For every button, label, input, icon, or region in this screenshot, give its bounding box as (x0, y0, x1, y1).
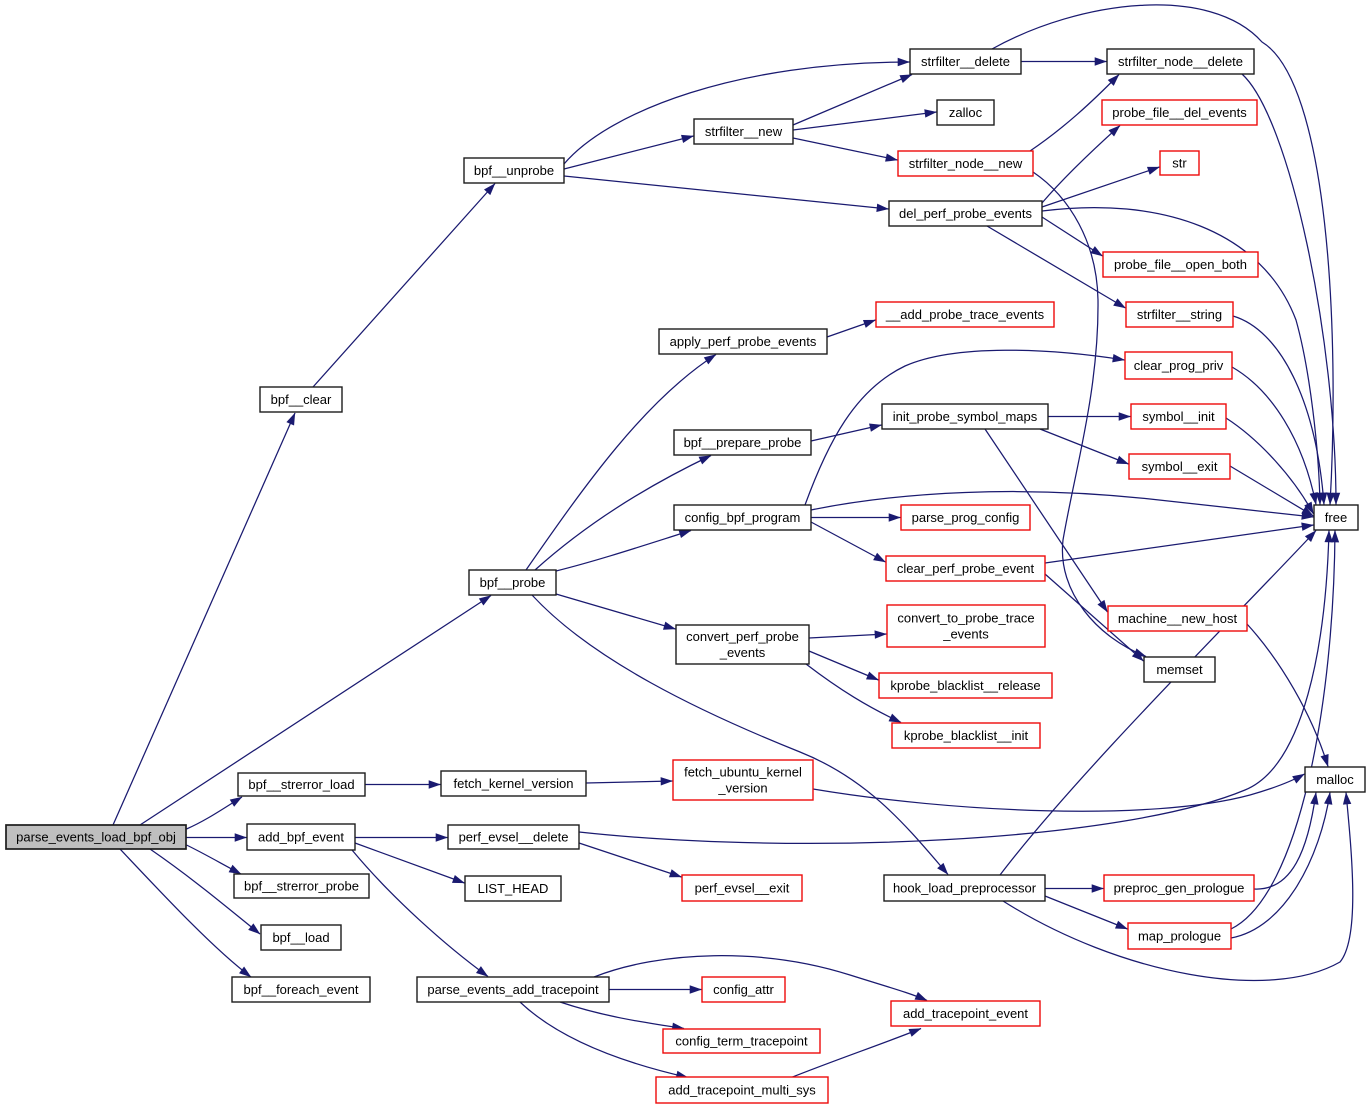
svg-text:fetch_kernel_version: fetch_kernel_version (454, 776, 574, 791)
svg-text:bpf__unprobe: bpf__unprobe (474, 163, 554, 178)
svg-text:kprobe_blacklist__init: kprobe_blacklist__init (904, 728, 1029, 743)
svg-text:config_bpf_program: config_bpf_program (685, 510, 801, 525)
svg-text:perf_evsel__delete: perf_evsel__delete (459, 830, 569, 845)
svg-text:malloc: malloc (1316, 772, 1354, 787)
svg-text:clear_perf_probe_event: clear_perf_probe_event (897, 561, 1035, 576)
svg-text:_events: _events (719, 645, 766, 660)
svg-text:map_prologue: map_prologue (1138, 929, 1221, 944)
svg-text:str: str (1172, 156, 1187, 171)
svg-text:add_tracepoint_event: add_tracepoint_event (903, 1006, 1028, 1021)
svg-text:free: free (1325, 510, 1347, 525)
svg-text:config_term_tracepoint: config_term_tracepoint (675, 1034, 808, 1049)
svg-text:bpf__strerror_load: bpf__strerror_load (248, 777, 354, 792)
svg-text:machine__new_host: machine__new_host (1118, 611, 1238, 626)
svg-text:clear_prog_priv: clear_prog_priv (1134, 358, 1224, 373)
svg-text:apply_perf_probe_events: apply_perf_probe_events (670, 334, 817, 349)
svg-text:bpf__strerror_probe: bpf__strerror_probe (244, 879, 359, 894)
svg-text:convert_to_probe_trace: convert_to_probe_trace (897, 611, 1034, 626)
svg-text:init_probe_symbol_maps: init_probe_symbol_maps (893, 409, 1038, 424)
svg-text:memset: memset (1156, 662, 1203, 677)
svg-text:del_perf_probe_events: del_perf_probe_events (899, 206, 1032, 221)
svg-text:zalloc: zalloc (949, 105, 983, 120)
svg-text:kprobe_blacklist__release: kprobe_blacklist__release (890, 678, 1040, 693)
svg-text:_events: _events (942, 627, 989, 642)
svg-text:bpf__load: bpf__load (272, 930, 329, 945)
svg-text:bpf__foreach_event: bpf__foreach_event (244, 982, 359, 997)
svg-text:convert_perf_probe: convert_perf_probe (686, 629, 799, 644)
svg-text:strfilter_node__new: strfilter_node__new (909, 156, 1023, 171)
svg-text:config_attr: config_attr (713, 982, 774, 997)
svg-text:parse_prog_config: parse_prog_config (912, 510, 1020, 525)
svg-text:add_tracepoint_multi_sys: add_tracepoint_multi_sys (668, 1083, 816, 1098)
svg-text:bpf__clear: bpf__clear (271, 392, 332, 407)
svg-text:__add_probe_trace_events: __add_probe_trace_events (885, 307, 1045, 322)
svg-text:parse_events_add_tracepoint: parse_events_add_tracepoint (427, 982, 599, 997)
svg-text:bpf__probe: bpf__probe (480, 575, 546, 590)
svg-text:add_bpf_event: add_bpf_event (258, 830, 344, 845)
svg-text:parse_events_load_bpf_obj: parse_events_load_bpf_obj (16, 830, 176, 845)
svg-text:hook_load_preprocessor: hook_load_preprocessor (893, 881, 1037, 896)
svg-text:symbol__init: symbol__init (1142, 409, 1215, 424)
svg-text:bpf__prepare_probe: bpf__prepare_probe (684, 435, 802, 450)
svg-text:preproc_gen_prologue: preproc_gen_prologue (1114, 881, 1245, 896)
svg-text:strfilter__delete: strfilter__delete (921, 54, 1010, 69)
svg-text:symbol__exit: symbol__exit (1142, 459, 1218, 474)
svg-text:perf_evsel__exit: perf_evsel__exit (695, 881, 790, 896)
svg-text:_version: _version (717, 781, 767, 796)
svg-text:LIST_HEAD: LIST_HEAD (478, 881, 549, 896)
svg-text:fetch_ubuntu_kernel: fetch_ubuntu_kernel (684, 765, 802, 780)
svg-text:strfilter__string: strfilter__string (1137, 307, 1222, 322)
svg-text:strfilter_node__delete: strfilter_node__delete (1118, 54, 1243, 69)
svg-text:probe_file__open_both: probe_file__open_both (1114, 257, 1247, 272)
svg-text:strfilter__new: strfilter__new (705, 124, 783, 139)
svg-text:probe_file__del_events: probe_file__del_events (1112, 105, 1247, 120)
